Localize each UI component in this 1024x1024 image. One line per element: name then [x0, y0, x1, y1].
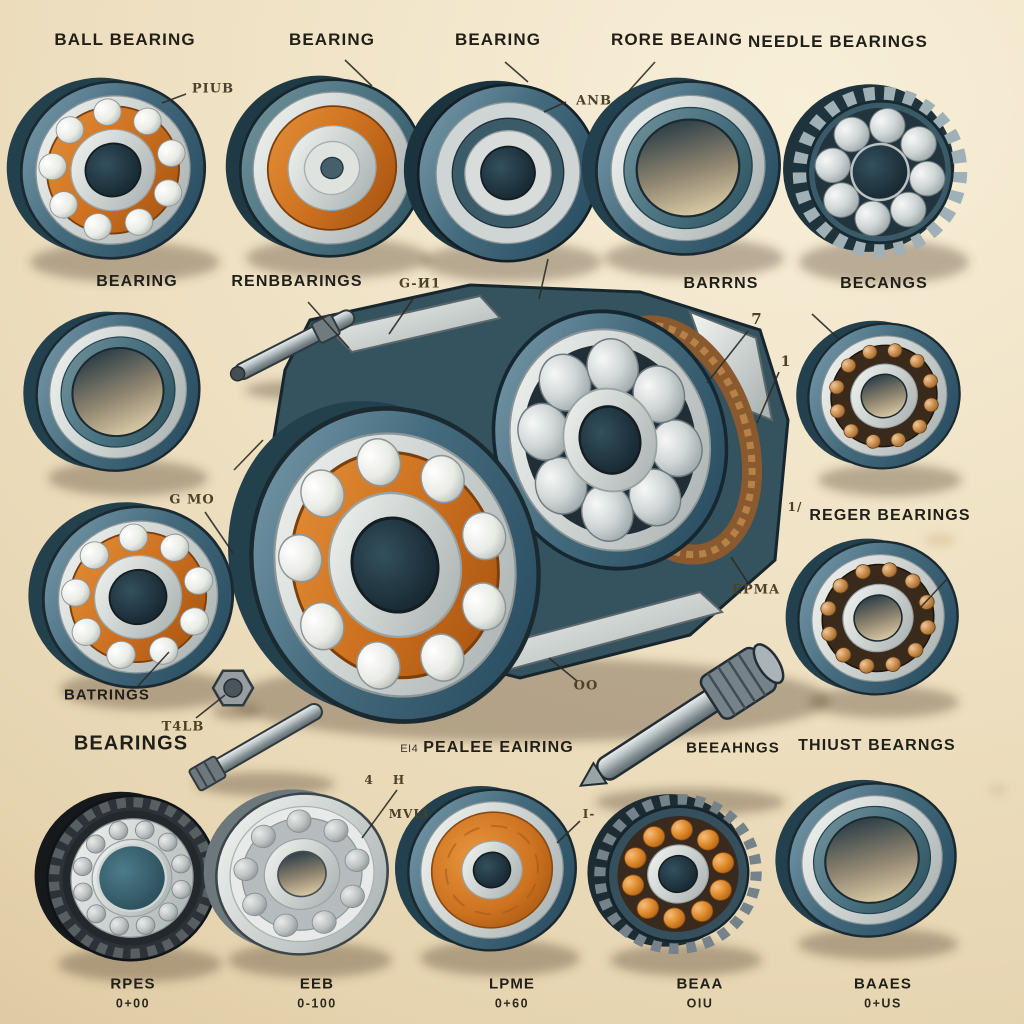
label-baaes: BAAES 0+US	[854, 976, 912, 1011]
housing-frame-top	[328, 294, 502, 354]
label-batrings: BATRINGS	[63, 686, 151, 704]
label-bearing-row2: BEARING	[96, 273, 178, 290]
label-rpes-name: RPES	[110, 975, 156, 993]
annotation-piub: PIUB	[191, 81, 235, 97]
label-rpes: RPES 0+00	[110, 976, 155, 1011]
annotation-oo: OO	[573, 678, 599, 694]
label-lpme: LPME 0+60	[489, 976, 535, 1011]
label-eeb: EEB 0-100	[297, 976, 336, 1011]
annotation-1: 1	[780, 354, 792, 370]
shaft-small-bottom-left	[188, 703, 323, 792]
bearing-knurled-bottom-1	[15, 769, 236, 984]
label-beaa-name: BEAA	[676, 975, 724, 993]
label-rore-beaing: RORE BEAING	[610, 30, 744, 49]
cutaway-assembly	[188, 278, 790, 765]
label-needle-bearings: NEEDLE BEARINGS	[748, 32, 928, 51]
annotation-idash: I-	[582, 807, 596, 821]
label-bearing-3: BEARING	[454, 30, 542, 49]
shaft-large-bottom-right	[578, 643, 785, 787]
annotation-epma: EPMA	[731, 582, 781, 598]
label-baaes-name: BAAES	[853, 975, 913, 993]
bearing-orange-bottom-3	[374, 761, 597, 975]
leader-lines	[137, 59, 948, 844]
annotation-mvi3: MVI3	[388, 807, 430, 821]
annotation-anb: ANB	[576, 93, 612, 109]
label-eeb-value: 0-100	[297, 996, 337, 1011]
label-rpes-value: 0+00	[115, 996, 151, 1011]
annotation-7: 7	[751, 310, 763, 328]
annotation-gmo: G MO	[169, 492, 215, 508]
label-beeahngs: BEEAHNGS	[686, 739, 780, 757]
bearing-silver-bottom-2	[185, 767, 407, 977]
label-thiust-bearngs: THIUST BEARNGS	[798, 737, 956, 754]
label-becangs: BECANGS	[840, 275, 928, 292]
label-ball-bearing: BALL BEARING	[54, 30, 196, 49]
bearing-roller-row2-right	[776, 296, 980, 493]
label-beaa-value: OIU	[686, 996, 714, 1011]
annotation-gi1: G-И1	[398, 276, 442, 292]
label-barrns: BARRNS	[683, 275, 759, 292]
label-reger-bearings: REGER BEARINGS	[809, 507, 971, 524]
label-lpme-value: 0+60	[494, 996, 530, 1011]
label-beaa: BEAA OIU	[677, 976, 724, 1011]
shaft-small-top-left	[229, 309, 356, 382]
label-baaes-value: 0+US	[864, 996, 902, 1011]
label-ei4-prefix: EI4	[400, 743, 419, 755]
bearing-needle-top	[765, 65, 977, 272]
label-renbbarings: RENBBARINGS	[231, 273, 363, 290]
bearing-plain-bottom-5	[756, 756, 975, 960]
annotation-t4lb: T4LB	[161, 719, 205, 735]
label-bearings: BEARINGS	[73, 732, 189, 755]
label-eeb-name: EEB	[299, 975, 335, 993]
label-bearing-2: BEARING	[288, 30, 376, 49]
annotation-4: 4	[364, 773, 374, 787]
annotation-1slash: 1/	[787, 500, 803, 514]
label-lpme-name: LPME	[488, 975, 536, 993]
label-pealeeairing: EI4 PEALEE EAIRING	[400, 739, 574, 757]
bearing-ball-mid-left	[6, 476, 255, 714]
label-peale-text: PEALEE EAIRING	[423, 739, 574, 756]
annotation-h: H	[392, 773, 406, 787]
